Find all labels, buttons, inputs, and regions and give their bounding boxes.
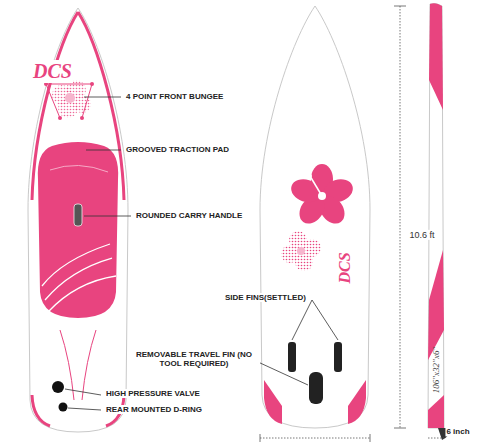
travel-fin (309, 372, 323, 404)
front-board (28, 8, 128, 432)
traction-pad (38, 142, 118, 318)
back-board (260, 6, 370, 428)
part-label: REMOVABLE TRAVEL FIN (NO TOOL REQUIRED) (128, 350, 260, 368)
part-label: 10.6 ft (408, 230, 435, 240)
part-label: 4 POINT FRONT BUNGEE (125, 92, 224, 101)
rotated-label: 106"x32"x6" (431, 346, 441, 394)
rotated-label: DCS (336, 251, 354, 284)
part-label: DCS (32, 60, 73, 83)
carry-handle (74, 204, 82, 226)
part-label: 6 inch (445, 427, 470, 436)
part-label: REAR MOUNTED D-RING (105, 405, 203, 414)
bungee-flower (44, 80, 94, 120)
valve (52, 381, 64, 393)
dimension-lines (260, 6, 444, 442)
hibiscus (288, 164, 356, 228)
d-ring (59, 403, 68, 412)
small-flower (281, 231, 321, 271)
part-label: GROOVED TRACTION PAD (125, 145, 230, 154)
side-view (428, 3, 452, 440)
side-fin (334, 342, 342, 372)
part-label: HIGH PRESSURE VALVE (105, 389, 201, 398)
part-label: ROUNDED CARRY HANDLE (135, 211, 243, 220)
side-fin (288, 342, 296, 372)
part-label: SIDE FINS(SETTLED) (224, 293, 307, 302)
leader-lines (65, 97, 338, 410)
